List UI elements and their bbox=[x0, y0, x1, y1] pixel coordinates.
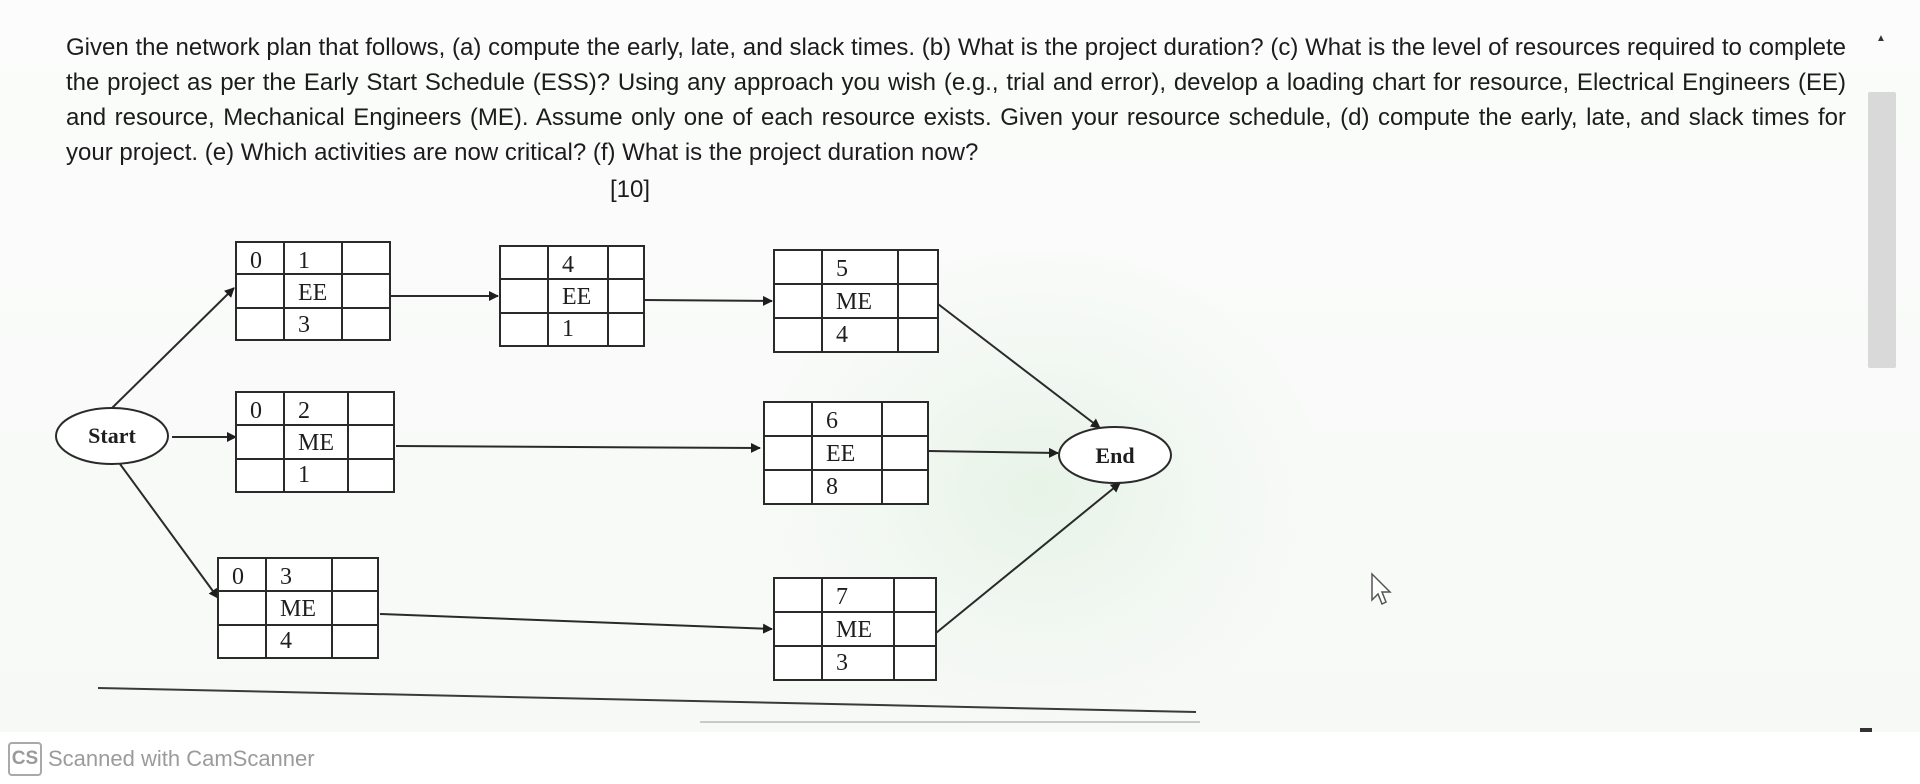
activity-7-resource: ME bbox=[836, 617, 872, 643]
activity-2-es: 0 bbox=[250, 398, 262, 424]
activity-3-resource: ME bbox=[280, 596, 316, 622]
activity-box-1: 0 1 EE 3 bbox=[235, 241, 391, 341]
activity-5-duration: 4 bbox=[836, 322, 848, 348]
activity-7-id: 7 bbox=[836, 584, 848, 610]
activity-4-duration: 1 bbox=[562, 316, 574, 342]
arrow-2-to-6 bbox=[395, 442, 761, 453]
activity-7-duration: 3 bbox=[836, 650, 848, 676]
footer-bar bbox=[0, 734, 1920, 784]
activity-1-id: 1 bbox=[298, 248, 310, 274]
camscanner-text: Scanned with CamScanner bbox=[48, 746, 315, 771]
activity-4-id: 4 bbox=[562, 252, 574, 278]
activity-3-id: 3 bbox=[280, 564, 292, 590]
activity-2-duration: 1 bbox=[298, 462, 310, 488]
arrow-3-to-7 bbox=[379, 613, 773, 634]
activity-4-resource: EE bbox=[562, 284, 591, 310]
activity-1-es: 0 bbox=[250, 248, 262, 274]
activity-box-5: 5 ME 4 bbox=[773, 249, 939, 353]
activity-box-4: 4 EE 1 bbox=[499, 245, 645, 347]
start-label: Start bbox=[88, 423, 136, 448]
activity-6-duration: 8 bbox=[826, 474, 838, 500]
activity-box-2: 0 2 ME 1 bbox=[235, 391, 395, 493]
arrow-7-to-end bbox=[935, 482, 1121, 634]
marks-label: [10] bbox=[610, 176, 651, 203]
activity-3-duration: 4 bbox=[280, 628, 292, 654]
question-text: Given the network plan that follows, (a)… bbox=[66, 34, 1846, 166]
arrow-6-to-end bbox=[927, 447, 1059, 458]
activity-box-7: 7 ME 3 bbox=[773, 577, 937, 681]
activity-5-id: 5 bbox=[836, 256, 848, 282]
scrollbar-thumb[interactable] bbox=[1868, 92, 1896, 368]
activity-1-duration: 3 bbox=[298, 312, 310, 338]
arrow-start-to-3 bbox=[119, 463, 219, 599]
activity-2-id: 2 bbox=[298, 398, 310, 424]
activity-1-resource: EE bbox=[298, 280, 327, 306]
activity-5-resource: ME bbox=[836, 289, 872, 315]
activity-2-resource: ME bbox=[298, 430, 334, 456]
end-label: End bbox=[1095, 443, 1134, 468]
activity-6-id: 6 bbox=[826, 408, 838, 434]
network-arrows bbox=[111, 287, 1121, 634]
cursor-icon bbox=[1371, 572, 1392, 606]
start-node: Start bbox=[55, 407, 169, 465]
activity-3-es: 0 bbox=[232, 564, 244, 590]
end-node: End bbox=[1058, 426, 1172, 484]
scroll-down-icon[interactable] bbox=[1860, 728, 1872, 732]
arrow-4-to-5 bbox=[643, 295, 773, 306]
arrow-start-to-1 bbox=[111, 287, 235, 409]
scroll-up-icon[interactable]: ▲ bbox=[1876, 33, 1886, 44]
camscanner-logo: CS bbox=[8, 742, 42, 776]
bottom-rule-1 bbox=[97, 687, 1197, 713]
activity-box-3: 0 3 ME 4 bbox=[217, 557, 379, 659]
activity-box-6: 6 EE 8 bbox=[763, 401, 929, 505]
arrow-5-to-end bbox=[937, 303, 1101, 429]
activity-6-resource: EE bbox=[826, 441, 855, 467]
